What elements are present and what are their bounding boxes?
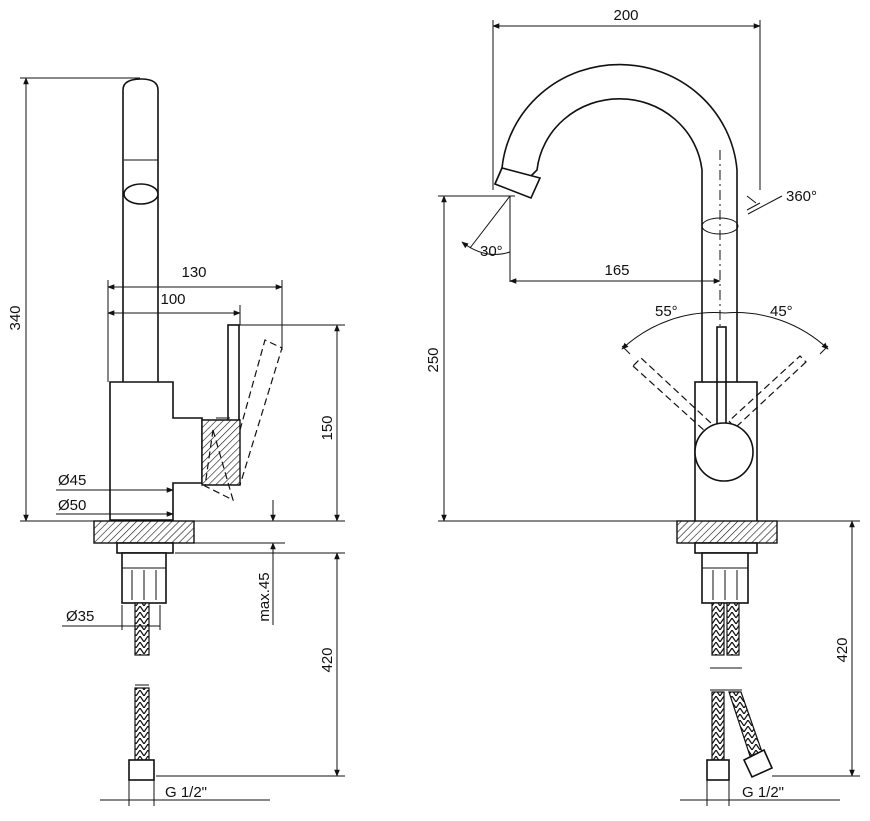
- side-body-diameter-label: Ø45: [58, 472, 86, 489]
- side-hose-length-label: 420: [319, 647, 336, 672]
- side-height-label: 340: [7, 305, 24, 330]
- front-rotation-label: 360°: [786, 188, 817, 205]
- front-dimensions: [438, 20, 860, 806]
- front-lever-left-angle-label: 55°: [655, 303, 678, 320]
- side-hose-fitting: [128, 759, 155, 781]
- side-view: 340 130 100 150 Ø45 Ø50 max.45 Ø35 420 G…: [7, 77, 345, 806]
- side-lever: [201, 324, 283, 502]
- front-hose-length-label: 420: [834, 637, 851, 662]
- side-nut-ribs: [122, 567, 166, 600]
- side-spout-tube: [122, 78, 159, 382]
- front-nut-ribs: [702, 567, 748, 600]
- front-thread-label: G 1/2": [742, 784, 784, 801]
- front-spout-tilt-label: 30°: [480, 243, 503, 260]
- side-max-thickness-label: max.45: [256, 572, 273, 621]
- front-shank: [694, 542, 758, 554]
- side-body: [109, 381, 203, 521]
- front-gooseneck-spout: [493, 63, 761, 382]
- front-hose-right-lower: [728, 691, 763, 757]
- front-view: 200 360° 30° 165 250 55° 45° 420 G 1/2": [425, 7, 860, 806]
- front-reach-spout-label: 165: [604, 262, 629, 279]
- side-body-height-label: 150: [319, 415, 336, 440]
- side-shank-diameter-label: Ø35: [66, 608, 94, 625]
- front-hose-break: [710, 667, 742, 691]
- front-spout-height-label: 250: [425, 347, 442, 372]
- front-hose-fitting-left: [706, 759, 730, 781]
- front-lever-right-angle-label: 45°: [770, 303, 793, 320]
- front-hose-left-upper: [711, 602, 725, 656]
- side-base-diameter-label: Ø50: [58, 497, 86, 514]
- side-shank: [116, 542, 174, 554]
- front-reach-total-label: 200: [613, 7, 638, 24]
- front-hose-fitting-right: [742, 748, 774, 779]
- side-hose-upper: [134, 602, 150, 656]
- side-thread-label: G 1/2": [165, 784, 207, 801]
- side-lever-width-label: 130: [181, 264, 206, 281]
- front-hose-right-upper: [726, 602, 740, 656]
- front-base-plate: [676, 520, 778, 544]
- side-base-plate: [93, 520, 195, 544]
- side-hose-lower: [134, 687, 150, 761]
- side-hose-break: [135, 654, 149, 686]
- side-body-width-label: 100: [160, 291, 185, 308]
- front-hose-left-lower: [711, 691, 725, 761]
- side-dimensions: [20, 77, 345, 806]
- front-lever-hub: [694, 422, 754, 482]
